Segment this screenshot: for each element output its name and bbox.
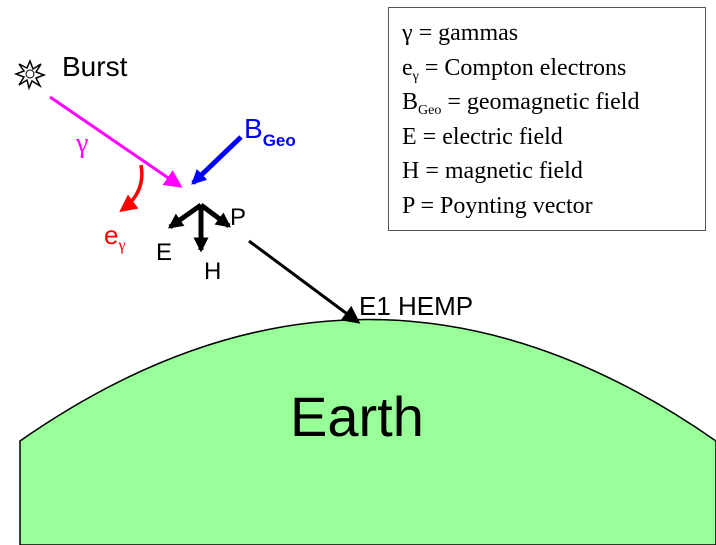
legend-text: = Poynting vector [414,192,593,219]
earth-surface [19,318,716,545]
legend-box: γ = gammas eγ = Compton electrons BGeo =… [388,7,706,231]
e-label: E [156,239,172,266]
h-label: H [204,258,221,285]
legend-item-electric-field: E = electric field [402,120,705,155]
geomagnetic-field-arrow [191,135,243,185]
legend-symbol: e [402,54,413,81]
legend-text: = electric field [416,123,563,150]
legend-symbol: E [402,123,417,150]
earth-label: Earth [290,385,424,448]
poynting-vector-arrow [199,203,231,228]
p-label: P [230,204,246,231]
legend-item-compton-electrons: eγ = Compton electrons [402,51,705,86]
burst-icon [13,58,47,91]
compton-electron-arrow [119,164,144,213]
legend-text: = Compton electrons [418,54,627,81]
e1-hemp-arrow [248,239,361,324]
legend-subscript: γ [412,68,419,84]
gamma-label: γ [75,128,88,159]
legend-symbol: P [402,192,415,219]
legend-text: = geomagnetic field [441,89,640,115]
legend-text: = magnetic field [419,158,583,184]
legend-symbol: B [402,89,419,115]
legend-symbol: γ [402,20,413,46]
legend-item-poynting-vector: P = Poynting vector [402,189,705,224]
legend-symbol: H [402,158,420,184]
legend-item-geomagnetic-field: BGeo = geomagnetic field [402,85,705,120]
burst-label: Burst [62,51,128,82]
electron-label-base: e [104,220,118,250]
legend-item-gammas: γ = gammas [402,16,705,51]
electron-label-sub: γ [117,237,125,254]
legend-item-magnetic-field: H = magnetic field [402,154,705,189]
bgeo-label-base: B [244,113,263,144]
bgeo-label: BGeo [244,113,296,150]
legend-subscript: Geo [418,103,442,118]
legend-text: = gammas [412,20,519,46]
electron-label: eγ [104,220,126,254]
gamma-ray-arrow [49,95,183,188]
bgeo-label-sub: Geo [263,131,296,150]
electric-field-arrow [167,202,203,230]
e1-hemp-label: E1 HEMP [359,291,473,321]
